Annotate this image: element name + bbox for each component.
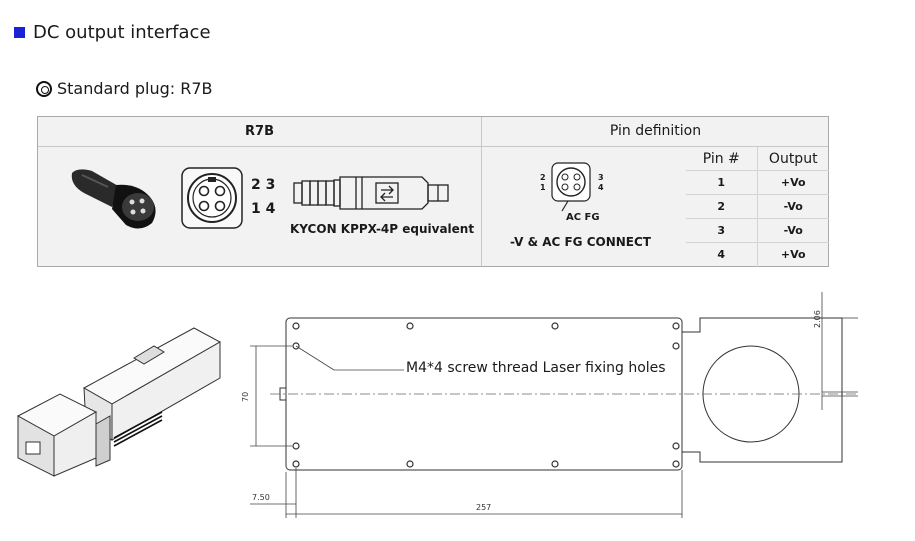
output-column-header: Output	[768, 151, 818, 167]
double-circle-icon	[36, 80, 52, 97]
small-pin-2: 2	[540, 173, 546, 182]
connector-pins-bottom: 1 4	[251, 201, 276, 217]
pin-output: -Vo	[783, 224, 803, 237]
pin-output: +Vo	[780, 248, 806, 261]
small-connector-icon	[551, 162, 591, 212]
connect-label: -V & AC FG CONNECT	[510, 235, 651, 249]
dim-height: 70	[241, 392, 250, 402]
pin-output: +Vo	[780, 176, 806, 189]
connector-side-icon	[293, 176, 449, 210]
table-divider-horizontal	[38, 146, 828, 147]
pin-definition-header: Pin definition	[609, 123, 702, 139]
pin-column-header: Pin #	[686, 147, 758, 170]
small-pin-1: 1	[540, 183, 546, 192]
pin-number: 1	[686, 171, 758, 194]
table-row: 3 -Vo	[686, 219, 829, 243]
ac-fg-label: AC FG	[566, 212, 600, 223]
section-title-text: DC output interface	[33, 22, 211, 43]
plug-table: R7B Pin definition 2 3 1 4	[37, 116, 829, 267]
connector-face-icon	[181, 167, 243, 229]
pin-definition-table: Pin # Output 1 +Vo 2 -Vo 3 -Vo 4 +Vo	[686, 147, 829, 267]
dim-length: 257	[476, 503, 491, 512]
pin-number: 2	[686, 195, 758, 218]
table-row: 1 +Vo	[686, 171, 829, 195]
subtitle-text: Standard plug: R7B	[57, 79, 213, 98]
blue-square-icon	[14, 27, 25, 38]
small-pin-4: 4	[598, 183, 604, 192]
plug-photo-icon	[71, 169, 156, 229]
pin-number: 4	[686, 243, 758, 267]
connector-label: KYCON KPPX-4P equivalent	[290, 222, 475, 236]
subtitle: Standard plug: R7B	[36, 79, 213, 98]
dimension-drawing: 70 7.50 257 2.06	[241, 292, 858, 518]
section-title: DC output interface	[14, 22, 211, 43]
table-row: 4 +Vo	[686, 243, 829, 267]
dim-offset: 7.50	[252, 493, 270, 502]
table-divider-vertical	[481, 117, 482, 266]
pin-number: 3	[686, 219, 758, 242]
connector-pins-top: 2 3	[251, 177, 276, 193]
pin-output: -Vo	[783, 200, 803, 213]
dim-small: 2.06	[813, 310, 822, 328]
small-pin-3: 3	[598, 173, 604, 182]
laser-module-illustration	[16, 327, 222, 477]
screw-hole-annotation: M4*4 screw thread Laser fixing holes	[406, 360, 666, 376]
r7b-header: R7B	[245, 124, 274, 139]
pin-header-row: Pin # Output	[686, 147, 829, 171]
table-row: 2 -Vo	[686, 195, 829, 219]
